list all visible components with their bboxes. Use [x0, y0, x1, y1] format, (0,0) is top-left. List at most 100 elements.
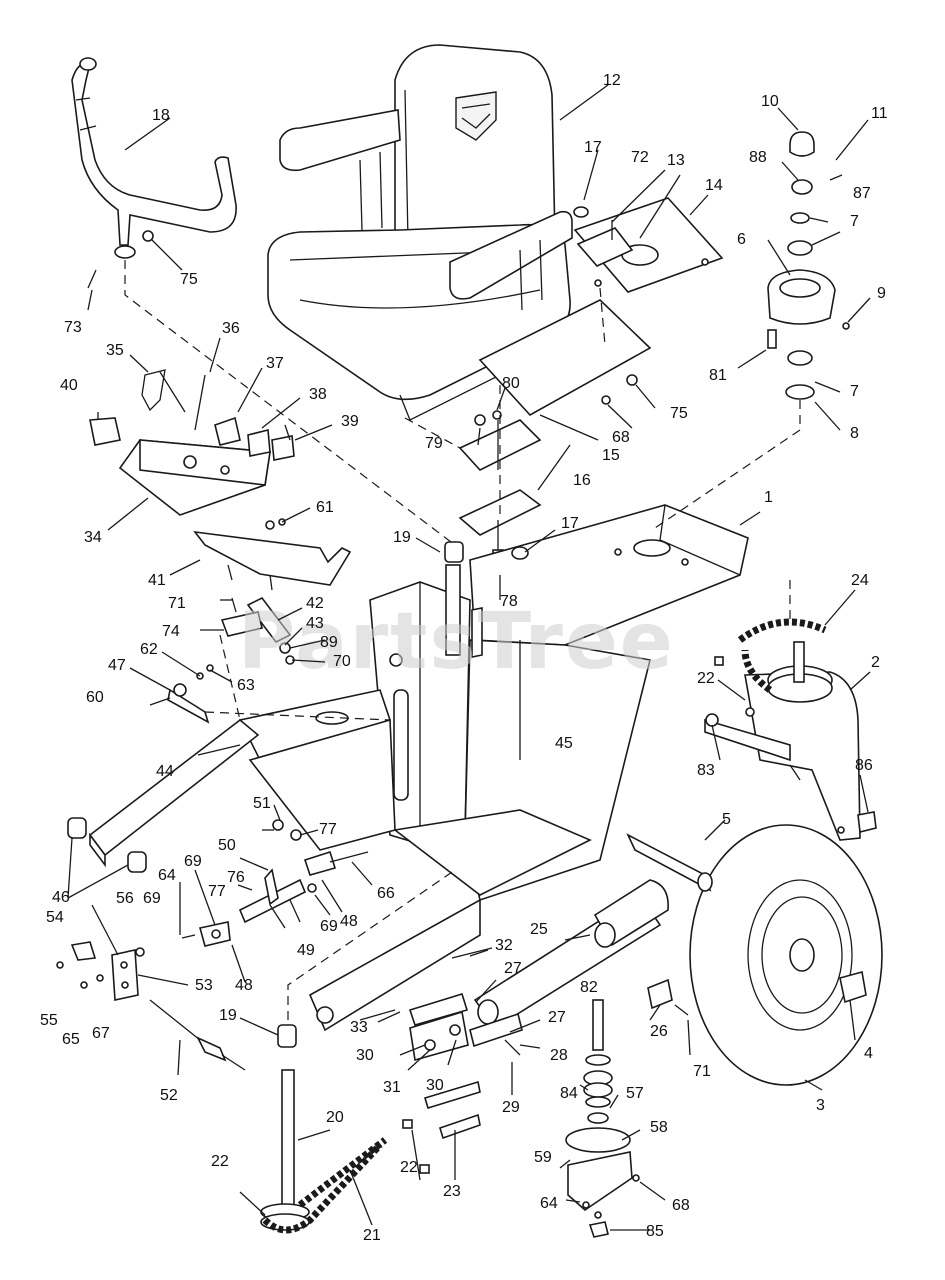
callout-7: 7	[850, 213, 859, 230]
callout-15: 15	[602, 447, 620, 464]
callout-58: 58	[650, 1119, 668, 1136]
callout-19: 19	[219, 1007, 237, 1024]
callout-85: 85	[646, 1223, 664, 1240]
callout-28: 28	[550, 1047, 568, 1064]
callout-71: 71	[168, 595, 186, 612]
callout-22: 22	[400, 1159, 418, 1176]
main-frame	[88, 504, 749, 1032]
callout-89: 89	[320, 634, 338, 651]
callout-83: 83	[697, 762, 715, 779]
callout-45: 45	[555, 735, 573, 752]
wheel	[626, 824, 883, 1086]
callout-41: 41	[148, 572, 166, 589]
callout-68: 68	[672, 1197, 690, 1214]
callout-16: 16	[573, 472, 591, 489]
callout-13: 13	[667, 152, 685, 169]
callout-33: 33	[350, 1019, 368, 1036]
callout-66: 66	[377, 885, 395, 902]
misc-hardware	[87, 206, 638, 721]
callout-27: 27	[504, 960, 522, 977]
callout-52: 52	[160, 1087, 178, 1104]
callout-82: 82	[580, 979, 598, 996]
callout-84: 84	[560, 1085, 578, 1102]
callout-64: 64	[158, 867, 176, 884]
callout-11: 11	[871, 105, 888, 122]
callout-78: 78	[500, 593, 518, 610]
callout-77: 77	[208, 883, 226, 900]
callout-6: 6	[737, 231, 746, 248]
callout-50: 50	[218, 837, 236, 854]
callout-44: 44	[156, 763, 174, 780]
callout-17: 17	[561, 515, 579, 532]
cable-bracket	[56, 941, 246, 1071]
callout-9: 9	[877, 285, 886, 302]
callout-34: 34	[84, 529, 102, 546]
callout-62: 62	[140, 641, 158, 658]
pivot-assembly	[181, 819, 369, 947]
callout-27: 27	[548, 1009, 566, 1026]
callout-39: 39	[341, 413, 359, 430]
caster-fork	[704, 580, 877, 841]
callout-80: 80	[502, 375, 520, 392]
callout-4: 4	[864, 1045, 873, 1062]
callout-77: 77	[319, 821, 337, 838]
callout-1: 1	[764, 489, 773, 506]
callout-55: 55	[40, 1012, 58, 1029]
callout-42: 42	[306, 595, 324, 612]
callout-69: 69	[184, 853, 202, 870]
callout-18: 18	[152, 107, 170, 124]
callout-67: 67	[92, 1025, 110, 1042]
callout-40: 40	[60, 377, 78, 394]
callout-65: 65	[62, 1031, 80, 1048]
callout-75: 75	[670, 405, 688, 422]
callout-17: 17	[584, 139, 602, 156]
bracket-41	[193, 530, 352, 665]
callout-32: 32	[495, 937, 513, 954]
callout-5: 5	[722, 811, 731, 828]
callout-87: 87	[853, 185, 871, 202]
callout-25: 25	[530, 921, 548, 938]
callout-14: 14	[705, 177, 723, 194]
callout-61: 61	[316, 499, 334, 516]
callout-47: 47	[108, 657, 126, 674]
watermark: PartsTree	[238, 597, 675, 687]
callout-23: 23	[443, 1183, 461, 1200]
callout-20: 20	[326, 1109, 344, 1126]
callout-26: 26	[650, 1023, 668, 1040]
callout-57: 57	[626, 1085, 644, 1102]
callout-12: 12	[603, 72, 621, 89]
bearing-stack	[651, 131, 850, 531]
callout-76: 76	[227, 869, 245, 886]
callout-54: 54	[46, 909, 64, 926]
callout-30: 30	[356, 1047, 374, 1064]
callout-3: 3	[816, 1097, 825, 1114]
callout-24: 24	[851, 572, 869, 589]
steering-handle	[71, 57, 456, 546]
callout-36: 36	[222, 320, 240, 337]
leader-lines	[67, 84, 871, 1231]
callout-53: 53	[195, 977, 213, 994]
callout-37: 37	[266, 355, 284, 372]
callout-81: 81	[709, 367, 727, 384]
callout-49: 49	[297, 942, 315, 959]
callout-43: 43	[306, 615, 324, 632]
callout-7: 7	[850, 383, 859, 400]
callout-69: 69	[143, 890, 161, 907]
caster-support	[565, 999, 640, 1238]
callout-74: 74	[162, 623, 180, 640]
callout-38: 38	[309, 386, 327, 403]
callout-46: 46	[52, 889, 70, 906]
callout-68: 68	[612, 429, 630, 446]
control-box	[89, 369, 295, 530]
callout-35: 35	[106, 342, 124, 359]
callout-2: 2	[871, 654, 880, 671]
callout-56: 56	[116, 890, 134, 907]
callout-31: 31	[383, 1079, 401, 1096]
callout-86: 86	[855, 757, 873, 774]
callout-79: 79	[425, 435, 443, 452]
bushings	[67, 541, 464, 1048]
callout-72: 72	[631, 149, 649, 166]
callout-69: 69	[320, 918, 338, 935]
callout-75: 75	[180, 271, 198, 288]
